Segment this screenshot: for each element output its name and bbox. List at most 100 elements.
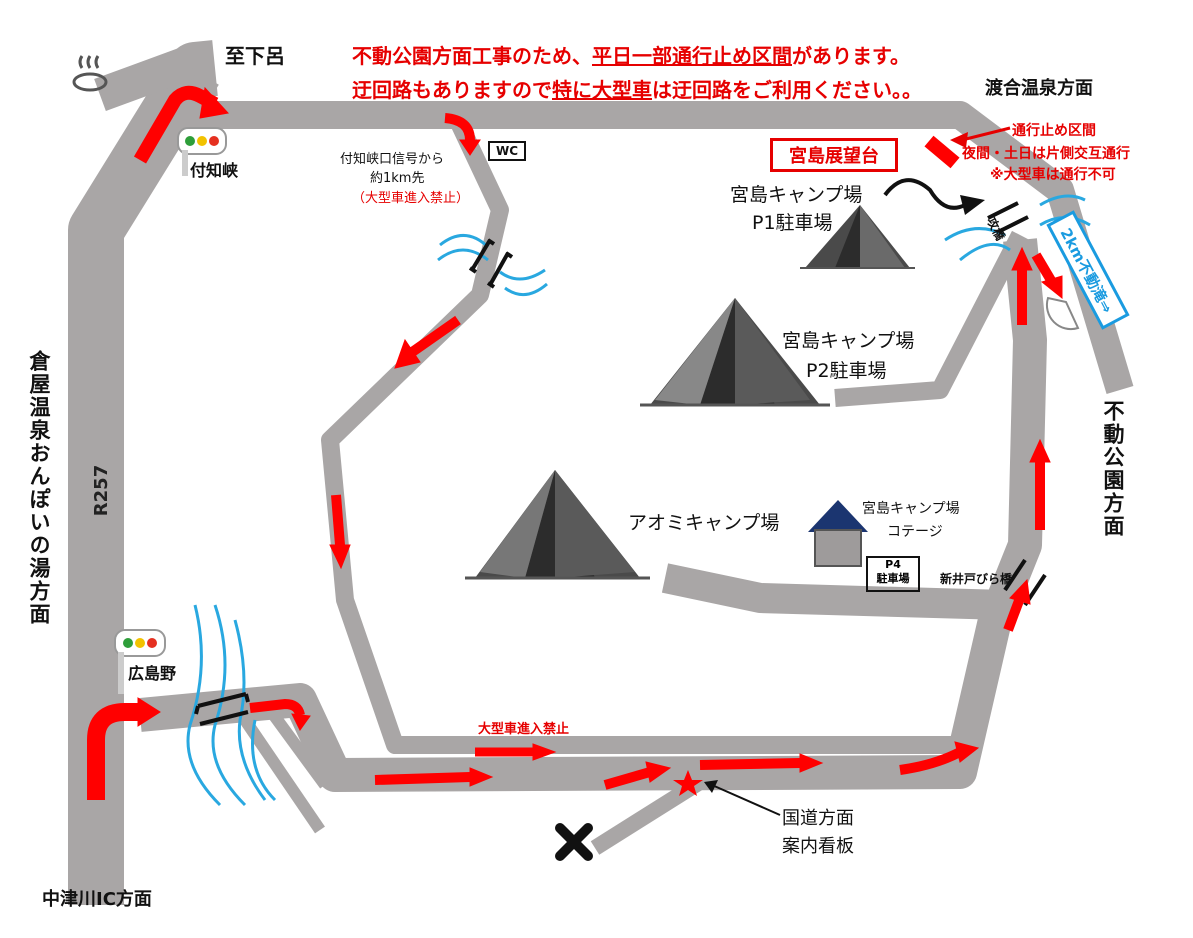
arrow-head xyxy=(1011,246,1033,271)
closure-pointer-head xyxy=(950,132,968,148)
p2-label-2: P2駐車場 xyxy=(806,360,887,382)
p1-label-1: 宮島キャンプ場 xyxy=(730,184,863,206)
araido-bridge-label: 新井戸びら橋 xyxy=(940,572,1013,586)
closure-pointer xyxy=(961,126,1011,142)
observatory-arrow xyxy=(883,178,966,210)
cottage-icon xyxy=(808,500,868,567)
bridge-icon xyxy=(987,201,1029,234)
road-right-diagonal xyxy=(834,230,1028,407)
arrow-head xyxy=(954,741,980,763)
arrow-head xyxy=(199,86,229,119)
arrow-south-1 xyxy=(374,772,471,785)
star-icon xyxy=(673,770,703,796)
road-southwest-spur xyxy=(265,706,330,789)
river-west xyxy=(186,604,277,807)
arrow-fudo xyxy=(1031,252,1057,285)
arrow-head xyxy=(960,195,985,215)
road-south-spur xyxy=(240,716,325,834)
notice-highlight: 特に大型車 xyxy=(552,78,652,102)
bridge-icon xyxy=(468,238,514,289)
arrow-head xyxy=(469,767,494,787)
direction-kuraya: 倉屋温泉おんぽいの湯方面 xyxy=(27,350,51,626)
traffic-light-icon xyxy=(114,629,166,694)
cottage-label-1: 宮島キャンプ場 xyxy=(862,501,960,517)
notice-highlight: 平日一部通行止め区間 xyxy=(592,44,792,68)
onsen-icon xyxy=(72,55,108,92)
tsuchikyo-note-3: （大型車進入禁止） xyxy=(352,191,470,206)
tsuchikyo-note-2: 約1km先 xyxy=(370,171,425,186)
tsuchikyo-note-1: 付知峡口信号から xyxy=(340,152,445,167)
arrow-head xyxy=(459,139,481,156)
p1-label-2: P1駐車場 xyxy=(752,212,833,234)
road-network xyxy=(68,40,1134,905)
arrow-north-loop xyxy=(444,113,475,141)
arrow-south-2 xyxy=(603,767,652,790)
tent-icon xyxy=(800,205,915,269)
closure-note-2: ※大型車は通行不可 xyxy=(990,167,1116,183)
signal-label-hiroshimano: 広島野 xyxy=(128,664,177,683)
x-mark-icon xyxy=(555,823,593,861)
fudo-falls-sign xyxy=(1046,210,1130,330)
road-closure-mark xyxy=(924,135,960,169)
bridge-icon xyxy=(194,692,250,726)
guide-pointer xyxy=(711,784,781,816)
wc-sign: WC xyxy=(488,141,527,161)
arrow-head xyxy=(329,544,351,570)
p4-sublabel: 駐車場 xyxy=(876,572,910,585)
road-p4 xyxy=(661,563,1006,620)
arrow-head xyxy=(1029,438,1051,463)
p4-sign: P4 駐車場 xyxy=(866,556,920,592)
notice-text: は迂回路をご利用ください。。 xyxy=(652,78,922,102)
closure-title: 通行止め区間 xyxy=(1012,123,1096,139)
arrow-head xyxy=(645,761,672,783)
notice-line-1: 不動公園方面工事のため、平日一部通行止め区間があります。 xyxy=(352,40,910,69)
arrow-up-1 xyxy=(1003,596,1025,632)
closure-note-1: 夜間・土日は片側交互通行 xyxy=(962,146,1130,162)
traffic-light-icon xyxy=(177,127,227,176)
road-to-shimoro xyxy=(94,46,196,111)
arrow-head xyxy=(137,697,161,727)
aomi-label: アオミキャンプ場 xyxy=(628,512,780,534)
observatory-label: 宮島展望台 xyxy=(770,138,898,172)
river-north xyxy=(437,234,548,296)
route-number: R257 xyxy=(91,464,113,517)
notice-text: 不動公園方面工事のため、 xyxy=(352,44,592,68)
guide-pointer-head xyxy=(704,780,718,793)
cottage-label-2: コテージ xyxy=(887,524,943,540)
direction-shimoro: 至下呂 xyxy=(225,44,285,68)
arrow-head xyxy=(291,713,311,731)
signal-label-tsuchikyo: 付知峡 xyxy=(190,161,239,180)
arrow-south-4 xyxy=(899,747,963,775)
notice-text: 迂回路もありますので xyxy=(352,78,552,102)
direction-nakatsugawa: 中津川IC方面 xyxy=(42,889,152,910)
road-main-south xyxy=(138,238,1047,792)
arrow-hairpin xyxy=(249,698,305,717)
road-r257 xyxy=(68,40,223,905)
fudo-falls-mark xyxy=(1045,296,1080,331)
arrow-head xyxy=(799,753,824,773)
direction-fudo-park: 不動公園方面 xyxy=(1101,400,1125,538)
arrow-head xyxy=(1040,275,1063,300)
guide-sign-label-2: 案内看板 xyxy=(782,836,854,857)
arrow-hiroshimano xyxy=(87,703,140,800)
river-east xyxy=(944,194,1091,262)
arrow-head xyxy=(532,743,557,761)
p2-label-1: 宮島キャンプ場 xyxy=(782,330,915,352)
road-west-loop xyxy=(321,121,980,754)
bridges xyxy=(194,201,1047,726)
p4-label: P4 xyxy=(885,558,901,571)
rivers xyxy=(186,194,1091,807)
arrow-head xyxy=(394,338,421,369)
arrow-diag xyxy=(405,315,461,360)
tent-icon xyxy=(465,470,650,580)
route-arrows xyxy=(87,85,1063,800)
large-vehicle-no-entry: 大型車進入禁止 xyxy=(478,722,570,737)
arrow-head xyxy=(1009,578,1031,605)
tent-icon xyxy=(640,298,830,407)
arrow-south-3 xyxy=(699,758,801,770)
direction-watarai: 渡合温泉方面 xyxy=(985,78,1093,99)
arrow-r257-up xyxy=(133,85,219,164)
notice-line-2: 迂回路もありますので特に大型車は迂回路をご利用ください。。 xyxy=(352,74,922,103)
arrow-down xyxy=(331,494,345,546)
notice-text: があります。 xyxy=(792,44,910,68)
